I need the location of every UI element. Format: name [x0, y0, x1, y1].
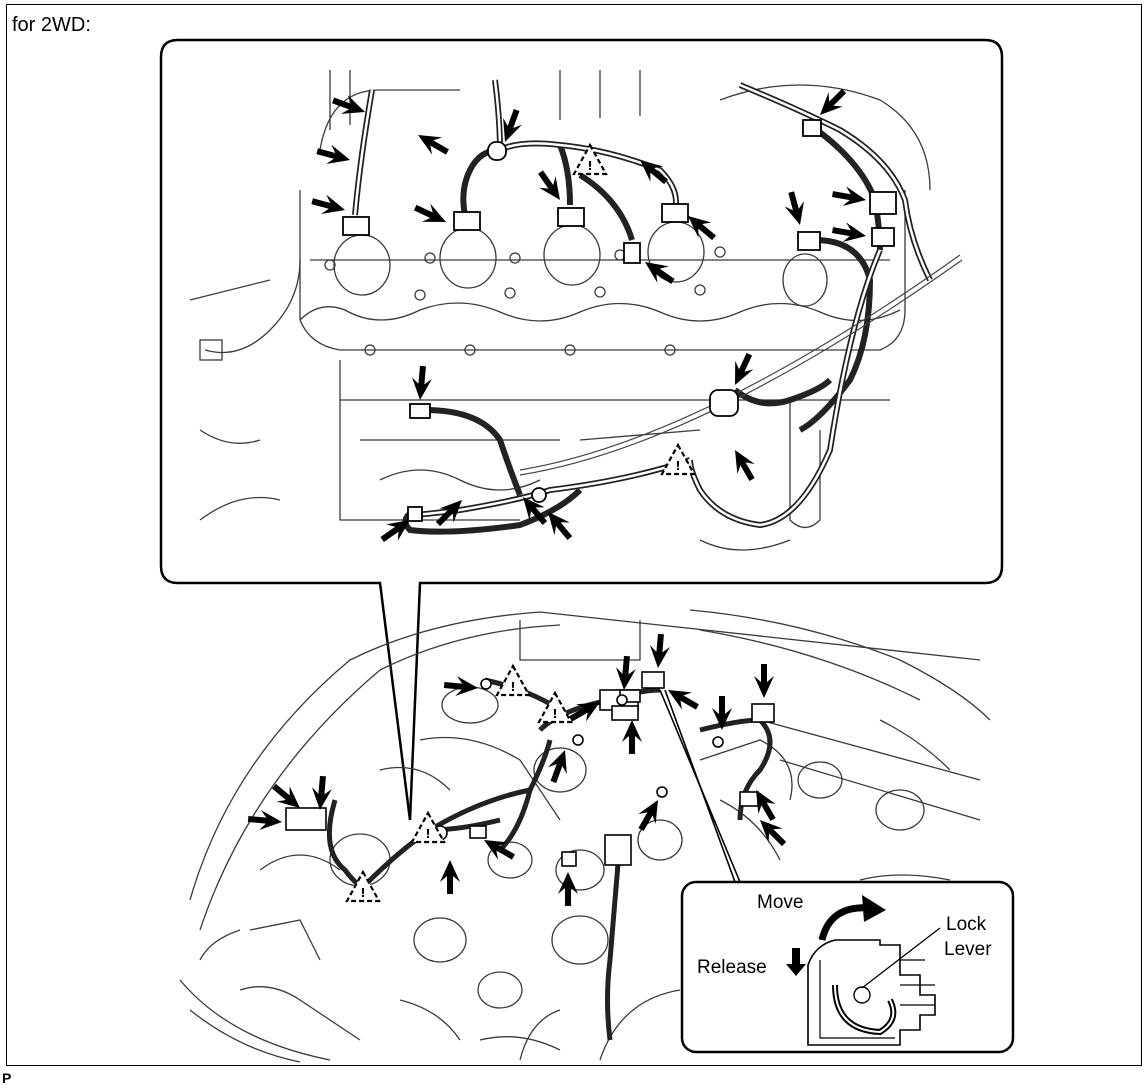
move-label: Move [757, 892, 804, 913]
figure-code: P [2, 1070, 12, 1086]
vehicle-engine-bay-drawing [179, 609, 991, 1063]
vehicle-pointer-arrows [247, 633, 792, 906]
release-label: Release [697, 957, 767, 978]
vehicle-connectors [285, 671, 775, 867]
lock-label: Lock [946, 914, 987, 935]
engine-connectors [342, 119, 897, 522]
engine-harness-outline [353, 79, 932, 527]
lever-label: Lever [944, 939, 992, 960]
lock-lever-detail-box [680, 880, 1015, 1054]
figure-frame [6, 4, 1142, 1066]
figure-title: for 2WD: [12, 14, 91, 36]
vehicle-caution-markers [345, 664, 573, 903]
detail-leader-line-2 [664, 689, 736, 883]
engine-inset-box [159, 38, 1004, 821]
